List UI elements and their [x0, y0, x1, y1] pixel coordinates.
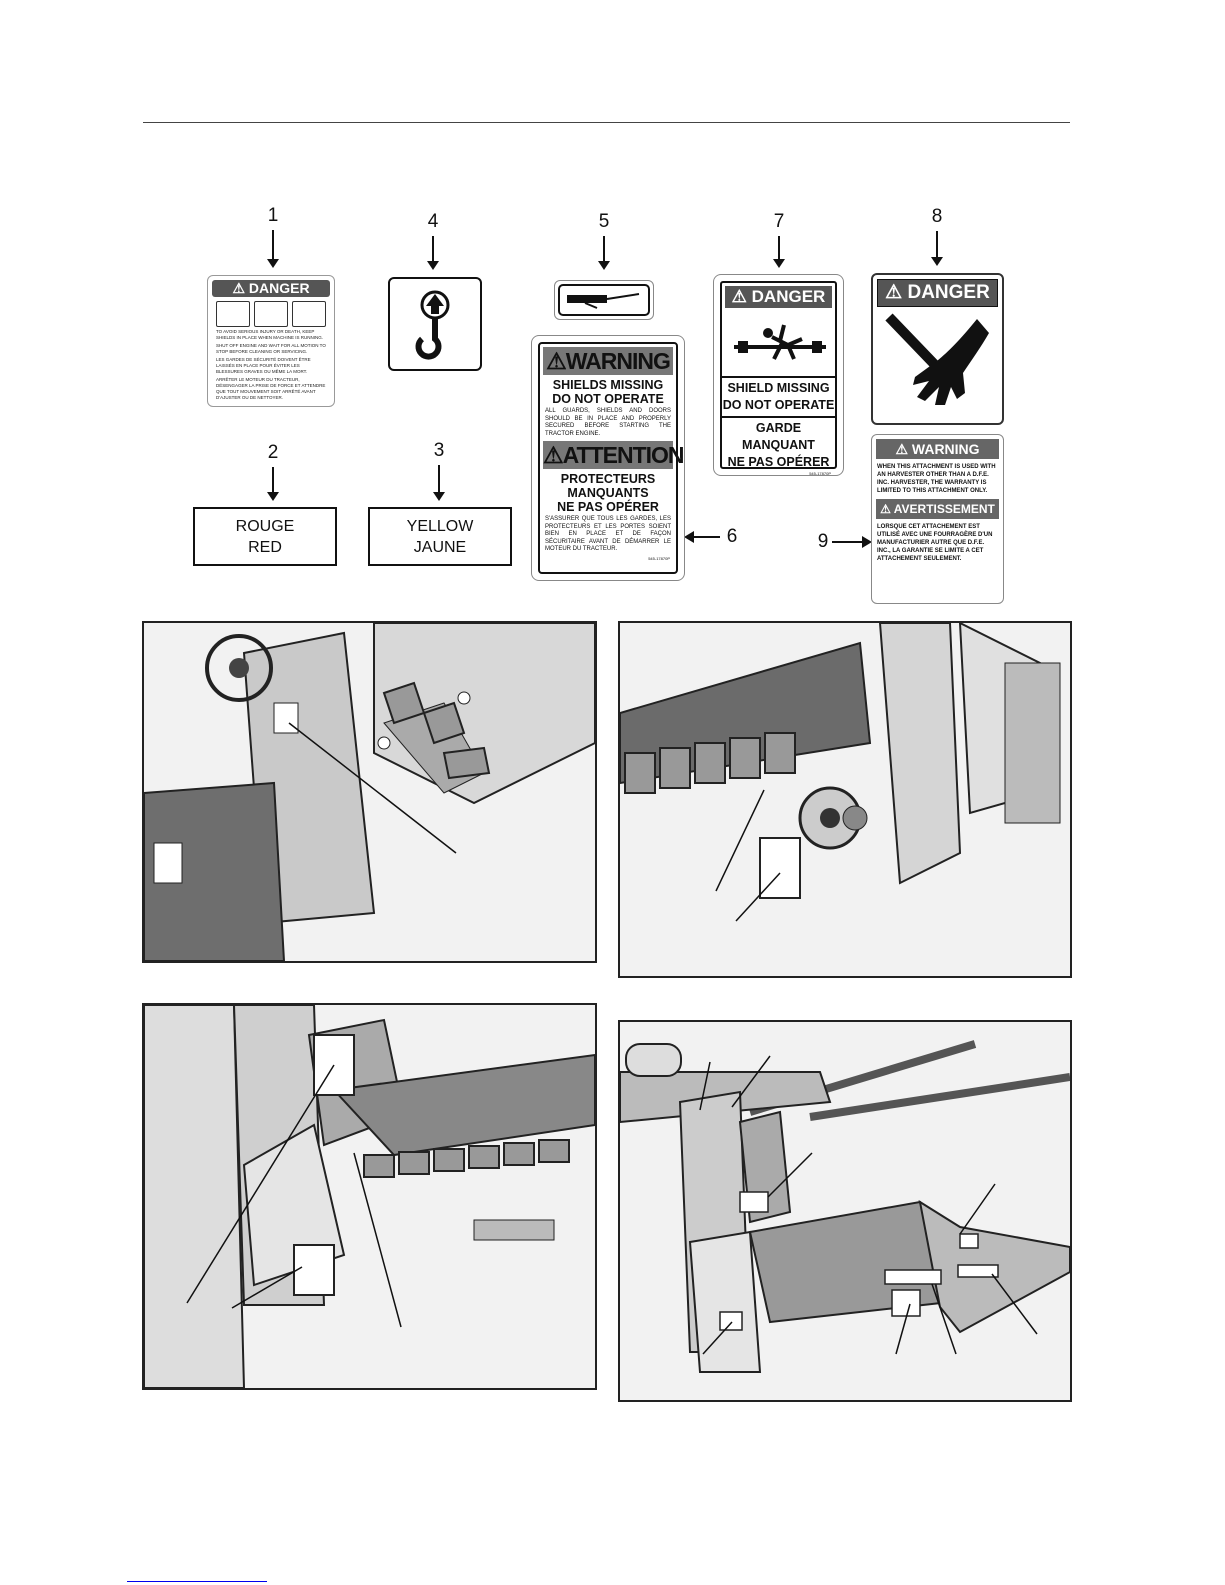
- machine-illustration: [620, 623, 1070, 976]
- label-line: JAUNE: [413, 538, 467, 556]
- decal-5-grease: [554, 280, 654, 320]
- decal-9-warranty-warning: ⚠ WARNING WHEN THIS ATTACHMENT IS USED W…: [871, 434, 1004, 604]
- decal-text: DO NOT OPERATE: [552, 392, 664, 406]
- callout-9: 9: [817, 531, 829, 552]
- entanglement-icon: [216, 301, 250, 327]
- decal-text: TO AVOID SERIOUS INJURY OR DEATH, KEEP S…: [216, 329, 324, 340]
- decal-text: PROTECTEURS: [560, 472, 656, 486]
- arrow-down-icon: [427, 236, 439, 270]
- part-number: 545-17870P: [809, 471, 831, 476]
- arrow-left-icon: [684, 531, 720, 543]
- callout-7: 7: [773, 211, 785, 232]
- decal-header-text: DANGER: [751, 287, 826, 306]
- arrow-down-icon: [773, 236, 785, 268]
- decal-8-danger-hand: ⚠ DANGER: [871, 273, 1004, 425]
- callout-2: 2: [267, 442, 279, 463]
- decal-4-lift-point: [388, 277, 482, 371]
- photo-4-decal-location: [618, 1020, 1072, 1402]
- decal-text: ARRÊTER LE MOTEUR DU TRACTEUR, DÉSENGAGE…: [216, 377, 326, 400]
- decal-text: MANQUANTS: [567, 486, 649, 500]
- photo-2-decal-location: [618, 621, 1072, 978]
- hand-cut-icon: [885, 313, 989, 405]
- person-entangled-icon: [734, 324, 826, 360]
- callout-8: 8: [931, 206, 943, 227]
- decal-3-yellow-label: YELLOW JAUNE: [368, 507, 512, 566]
- decal-text: LORSQUE CET ATTACHEMENT EST UTILISÉ AVEC…: [877, 524, 993, 562]
- decal-text: SHUT OFF ENGINE AND WAIT FOR ALL MOTION …: [216, 343, 326, 354]
- decal-text: WHEN THIS ATTACHMENT IS USED WITH AN HAR…: [877, 464, 996, 494]
- callout-1: 1: [267, 205, 279, 226]
- decal-text: SHIELDS MISSING: [552, 378, 664, 392]
- callout-4: 4: [427, 211, 439, 232]
- rotor-icon: [254, 301, 288, 327]
- callout-5: 5: [598, 211, 610, 232]
- arrow-down-icon: [931, 231, 943, 266]
- machine-illustration: [144, 623, 595, 961]
- part-number: 545-17870P: [648, 555, 670, 561]
- arrow-right-icon: [832, 536, 872, 548]
- label-line: RED: [248, 538, 282, 556]
- avertissement-text: AVERTISSEMENT: [893, 502, 995, 516]
- decal-7-danger-shield: ⚠ DANGER SHIELD MISSING DO NOT OPERATE G…: [713, 274, 844, 476]
- label-line: ROUGE: [235, 517, 295, 535]
- photo-3-decal-location: [142, 1003, 597, 1390]
- decal-text: NE PAS OPÉRER: [727, 455, 830, 469]
- arrow-down-icon: [267, 230, 279, 268]
- decal-header-text: DANGER: [248, 280, 310, 296]
- machine-illustration: [620, 1022, 1070, 1400]
- arrow-down-icon: [433, 465, 445, 501]
- photo-1-decal-location: [142, 621, 597, 963]
- callout-6: 6: [726, 526, 738, 547]
- lift-hook-icon: [415, 290, 450, 360]
- grease-gun-icon: [558, 284, 650, 316]
- warning-text: WARNING: [911, 441, 980, 457]
- decal-text: SHIELD MISSING: [727, 381, 830, 395]
- decal-2-red-label: ROUGE RED: [193, 507, 337, 566]
- decal-1-danger-shields: ⚠ DANGER TO AVOID SERIOUS INJURY OR DEAT…: [207, 275, 335, 407]
- attention-band: ⚠ATTENTION: [543, 441, 685, 469]
- avertissement-header: ⚠ AVERTISSEMENT: [876, 499, 999, 519]
- arrow-down-icon: [598, 236, 610, 270]
- person-caught-icon: [292, 301, 326, 327]
- decal-text: ALL GUARDS, SHIELDS AND DOORS SHOULD BE …: [545, 408, 671, 437]
- warning-header: ⚠ WARNING: [876, 439, 999, 459]
- warning-text: WARNING: [565, 348, 671, 374]
- warning-band: ⚠WARNING: [543, 347, 673, 375]
- decal-text: DO NOT OPERATE: [722, 398, 835, 412]
- footer-link-underline[interactable]: [127, 1581, 267, 1582]
- header-rule: [143, 122, 1070, 123]
- decal-header-text: DANGER: [907, 282, 990, 303]
- decal-text: NE PAS OPÉRER: [557, 500, 659, 514]
- callout-3: 3: [433, 440, 445, 461]
- decal-header: ⚠ DANGER: [725, 286, 832, 308]
- attention-text: ATTENTION: [562, 442, 685, 468]
- decal-header: ⚠ DANGER: [877, 279, 998, 307]
- decal-header: ⚠ DANGER: [212, 280, 330, 297]
- arrow-down-icon: [267, 467, 279, 501]
- label-line: YELLOW: [406, 517, 474, 535]
- decal-6-warning-shields: ⚠WARNING SHIELDS MISSING DO NOT OPERATE …: [531, 335, 685, 581]
- decal-text: GARDE MANQUANT: [742, 421, 815, 452]
- machine-illustration: [144, 1005, 595, 1388]
- decal-text: S'ASSURER QUE TOUS LES GARDES, LES PROTE…: [545, 516, 671, 552]
- decal-text: LES GARDES DE SÉCURITÉ DOIVENT ÊTRE LAIS…: [216, 357, 311, 374]
